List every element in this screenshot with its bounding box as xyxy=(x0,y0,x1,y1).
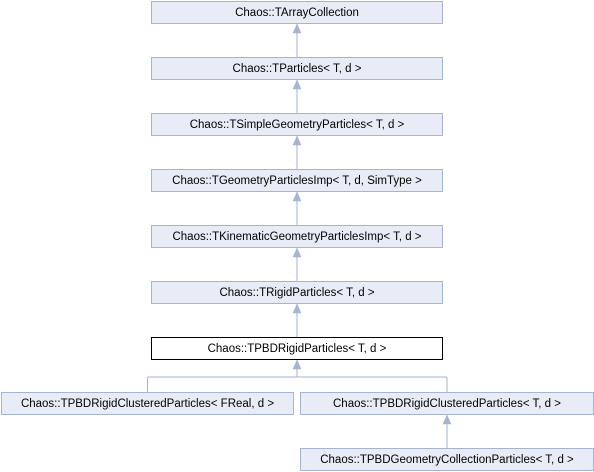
inheritance-edge-trigid-arrowhead xyxy=(292,303,302,314)
class-label: Chaos::TSimpleGeometryParticles< T, d > xyxy=(190,119,405,131)
class-box xyxy=(151,1,443,24)
class-box xyxy=(151,57,443,80)
class-node-tkin[interactable]: Chaos::TKinematicGeometryParticlesImp< T… xyxy=(151,225,443,248)
inheritance-edge-tsimple-arrowhead xyxy=(292,135,302,146)
class-node-tparticles[interactable]: Chaos::TParticles< T, d > xyxy=(151,57,443,80)
class-box xyxy=(151,225,443,248)
class-node-trigid[interactable]: Chaos::TRigidParticles< T, d > xyxy=(151,281,443,304)
class-label: Chaos::TRigidParticles< T, d > xyxy=(219,287,374,299)
class-node-tsimple[interactable]: Chaos::TSimpleGeometryParticles< T, d > xyxy=(151,113,443,136)
class-node-tgeomcoll[interactable]: Chaos::TPBDGeometryCollectionParticles< … xyxy=(300,448,594,471)
class-label: Chaos::TPBDRigidParticles< T, d > xyxy=(208,343,387,355)
class-label: Chaos::TKinematicGeometryParticlesImp< T… xyxy=(172,231,421,243)
inheritance-edge-tparticles-arrowhead xyxy=(292,79,302,90)
class-label: Chaos::TArrayCollection xyxy=(235,7,359,19)
class-box xyxy=(1,392,294,415)
inheritance-edge-tkin-arrowhead xyxy=(292,247,302,258)
class-label: Chaos::TPBDRigidClusteredParticles< T, d… xyxy=(333,398,561,410)
class-node-tclustfreal[interactable]: Chaos::TPBDRigidClusteredParticles< FRea… xyxy=(1,392,294,415)
class-label: Chaos::TParticles< T, d > xyxy=(233,63,362,75)
inheritance-edge-tclust-arrowhead xyxy=(442,414,452,425)
class-label: Chaos::TGeometryParticlesImp< T, d, SimT… xyxy=(172,175,422,187)
class-label: Chaos::TPBDRigidClusteredParticles< FRea… xyxy=(21,398,274,410)
inheritance-edge-tpbd-arrowhead xyxy=(292,359,302,370)
class-label: Chaos::TPBDGeometryCollectionParticles< … xyxy=(320,454,574,466)
inheritance-edge-tarray-arrowhead xyxy=(292,23,302,34)
inheritance-edges xyxy=(147,23,452,449)
class-box xyxy=(151,113,443,136)
class-box xyxy=(151,281,443,304)
class-box xyxy=(151,169,443,192)
class-node-tpbd: Chaos::TPBDRigidParticles< T, d > xyxy=(151,337,443,360)
class-box xyxy=(151,337,443,360)
class-node-tarray[interactable]: Chaos::TArrayCollection xyxy=(151,1,443,24)
class-node-tgeom[interactable]: Chaos::TGeometryParticlesImp< T, d, SimT… xyxy=(151,169,443,192)
class-node-tclust[interactable]: Chaos::TPBDRigidClusteredParticles< T, d… xyxy=(300,392,594,415)
inheritance-edge-tgeom-arrowhead xyxy=(292,191,302,202)
